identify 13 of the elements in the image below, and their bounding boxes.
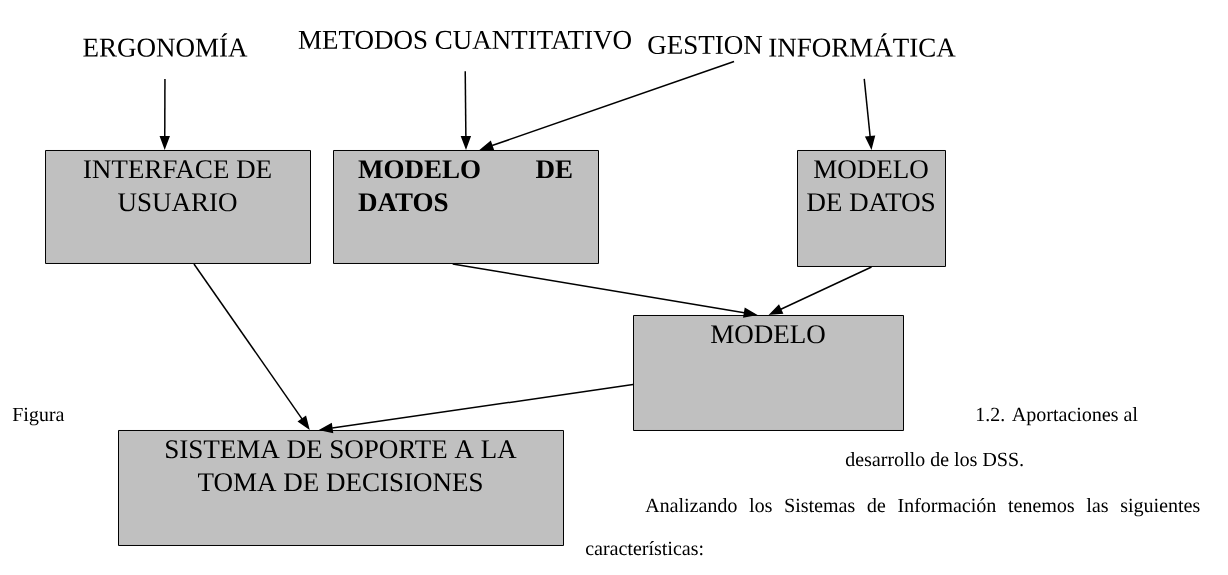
process-box: MODELO — [633, 315, 904, 431]
heading-text: INFORMÁTICA — [769, 33, 956, 57]
process-box: MODELO DE DATOS — [333, 150, 599, 264]
process-box: MODELO DE DATOS — [797, 150, 946, 267]
heading-text: ERGONOMÍA — [83, 33, 248, 57]
caption-text: desarrollo de los DSS. — [845, 452, 1023, 467]
heading-text: METODOS CUANTITATIVO — [298, 30, 631, 50]
caption-text: Figura — [12, 407, 65, 426]
heading-text: GESTION — [648, 35, 763, 55]
paragraph-text: Analizando los Sistemas de Información tenemos las siguientes características: — [586, 497, 1200, 556]
caption-text: 1.2. Aportaciones al — [976, 407, 1138, 426]
process-box: SISTEMA DE SOPORTE A LA TOMA DE DECISIONES — [118, 430, 564, 546]
process-box: INTERFACE DE USUARIO — [45, 150, 311, 264]
